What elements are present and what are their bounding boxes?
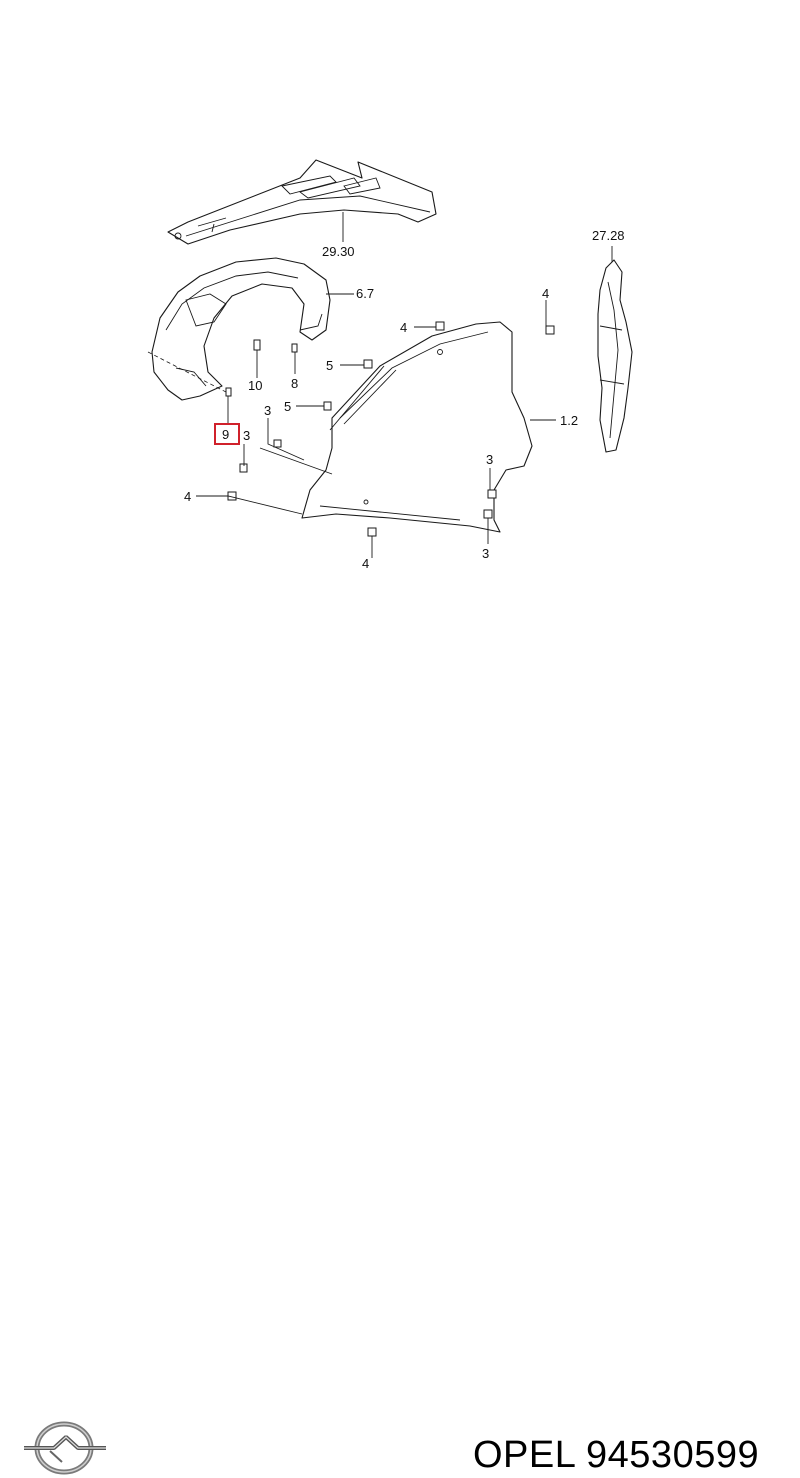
callout-5-b: 5 — [284, 399, 291, 414]
footer: OPEL 94530599 — [0, 700, 800, 1476]
callout-labels: 29.30 6.7 27.28 1.2 4 4 5 5 10 8 3 3 4 4… — [184, 228, 625, 571]
callout-9-highlighted: 9 — [222, 427, 229, 442]
callout-1-2: 1.2 — [560, 413, 578, 428]
callout-10: 10 — [248, 378, 262, 393]
fender-bracket-part — [597, 259, 633, 453]
opel-logo-icon — [24, 1421, 106, 1475]
fastener-group — [225, 321, 555, 537]
callout-6-7: 6.7 — [356, 286, 374, 301]
callout-27-28: 27.28 — [592, 228, 625, 243]
wheel-arch-liner-part — [147, 257, 331, 401]
callout-4-bottom: 4 — [362, 556, 369, 571]
callout-8: 8 — [291, 376, 298, 391]
callout-29-30: 29.30 — [322, 244, 355, 259]
heat-shield-part — [167, 159, 437, 245]
callout-5-a: 5 — [326, 358, 333, 373]
part-number-caption: OPEL 94530599 — [473, 1434, 760, 1476]
highlighted-part-marker — [214, 423, 240, 445]
front-fender-part — [301, 321, 533, 533]
callout-3-a: 3 — [264, 403, 271, 418]
callout-3-b: 3 — [243, 428, 250, 443]
callout-3-d: 3 — [482, 546, 489, 561]
parts-diagram: 29.30 6.7 27.28 1.2 4 4 5 5 10 8 3 3 4 4… — [147, 159, 633, 571]
callout-4-top-right: 4 — [542, 286, 549, 301]
callout-3-c: 3 — [486, 452, 493, 467]
leader-lines — [196, 212, 613, 558]
callout-4-top-mid: 4 — [400, 320, 407, 335]
callout-4-left: 4 — [184, 489, 191, 504]
